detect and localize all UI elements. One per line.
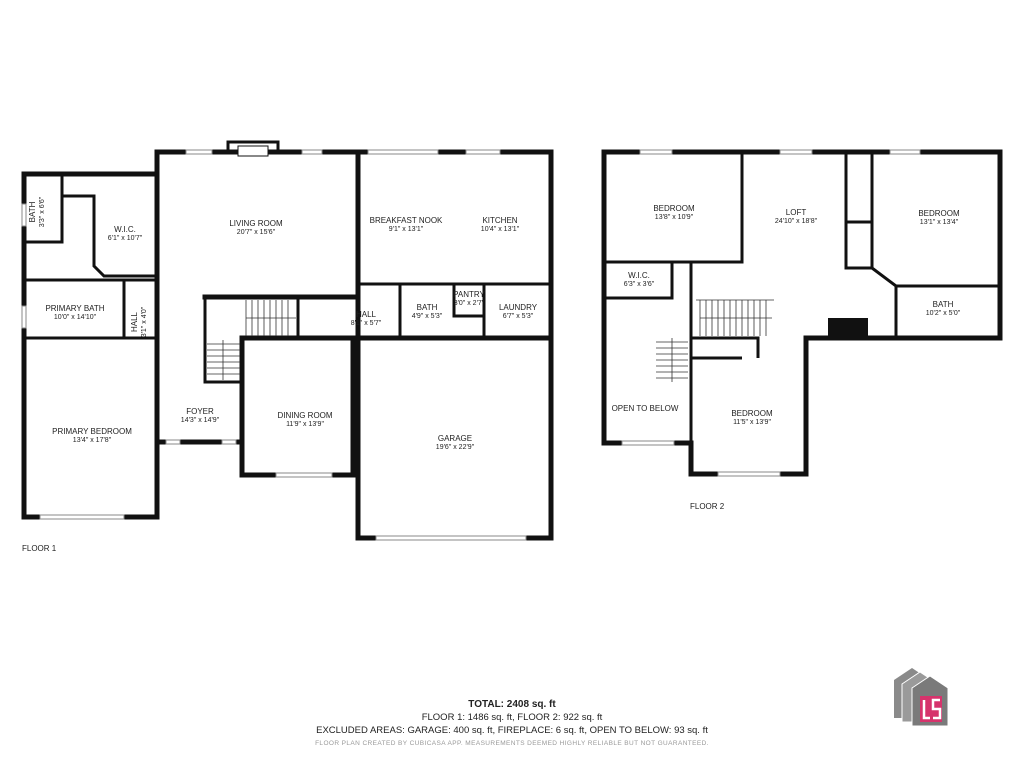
room-dim-primary-bath: 10'0" x 14'10" — [54, 314, 97, 321]
floor-1-label: FLOOR 1 — [22, 544, 57, 553]
room-dim-hall-narrow: 3'1" x 4'0" — [141, 306, 148, 337]
room-name-laundry: LAUNDRY — [499, 303, 538, 312]
brokerage-logo-icon — [894, 668, 949, 727]
disclaimer: FLOOR PLAN CREATED BY CUBICASA APP. MEAS… — [315, 740, 709, 747]
room-name-loft: LOFT — [786, 208, 807, 217]
room-dim-bath-small: 3'3" x 6'6" — [39, 196, 46, 227]
room-name-foyer: FOYER — [186, 407, 214, 416]
room-name-primary-bedroom: PRIMARY BEDROOM — [52, 427, 132, 436]
room-dim-foyer: 14'3" x 14'9" — [181, 417, 220, 424]
floor-1-plan: BATH 3'3" x 6'6" W.I.C. 6'1" x 10'7" PRI… — [21, 140, 554, 553]
excluded-areas: EXCLUDED AREAS: GARAGE: 400 sq. ft, FIRE… — [316, 725, 708, 736]
room-name-garage: GARAGE — [438, 434, 472, 443]
room-name-hall: HALL — [356, 310, 377, 319]
room-name-pantry: PANTRY — [453, 290, 485, 299]
room-dim-bath-2: 10'2" x 5'0" — [926, 310, 961, 317]
room-name-bath-2: BATH — [933, 300, 954, 309]
room-name-bedroom-s: BEDROOM — [731, 409, 773, 418]
room-name-wic: W.I.C. — [114, 225, 136, 234]
room-dim-bath: 4'9" x 5'3" — [412, 313, 443, 320]
room-name-bedroom-nw: BEDROOM — [653, 204, 695, 213]
room-dim-loft: 24'10" x 18'8" — [775, 218, 818, 225]
room-dim-living-room: 20'7" x 15'6" — [237, 229, 276, 236]
room-name-primary-bath: PRIMARY BATH — [45, 304, 104, 313]
room-dim-bedroom-s: 11'5" x 13'9" — [733, 419, 771, 426]
room-dim-wic: 6'1" x 10'7" — [108, 235, 143, 242]
room-name-wic-2: W.I.C. — [628, 271, 650, 280]
room-dim-garage: 19'6" x 22'9" — [436, 444, 475, 451]
room-dim-pantry: 3'0" x 2'7" — [454, 300, 485, 307]
area-summary: TOTAL: 2408 sq. ft FLOOR 1: 1486 sq. ft,… — [0, 698, 1024, 747]
floor-2-label: FLOOR 2 — [690, 502, 725, 511]
room-dim-hall: 8'1" x 5'7" — [351, 320, 382, 327]
room-dim-laundry: 6'7" x 5'3" — [503, 313, 534, 320]
room-name-breakfast-nook: BREAKFAST NOOK — [370, 216, 443, 225]
room-dim-primary-bedroom: 13'4" x 17'8" — [73, 437, 112, 444]
room-name-open-to-below: OPEN TO BELOW — [612, 404, 679, 413]
room-name-living-room: LIVING ROOM — [229, 219, 283, 228]
room-name-bath-small: BATH — [28, 201, 37, 222]
room-dim-wic-2: 6'3" x 3'6" — [624, 281, 655, 288]
room-dim-bedroom-ne: 13'1" x 13'4" — [920, 219, 959, 226]
floor-2-plan: BEDROOM 13'8" x 10'9" LOFT 24'10" x 18'8… — [601, 149, 1003, 511]
room-dim-kitchen: 10'4" x 13'1" — [481, 226, 520, 233]
room-dim-bedroom-nw: 13'8" x 10'9" — [655, 214, 694, 221]
room-name-dining-room: DINING ROOM — [277, 411, 332, 420]
floor-areas: FLOOR 1: 1486 sq. ft, FLOOR 2: 922 sq. f… — [421, 712, 603, 723]
room-name-bedroom-ne: BEDROOM — [918, 209, 960, 218]
room-dim-breakfast-nook: 9'1" x 13'1" — [389, 226, 424, 233]
total-area: TOTAL: 2408 sq. ft — [468, 699, 556, 710]
room-dim-dining-room: 11'9" x 13'9" — [286, 421, 324, 428]
room-name-bath: BATH — [417, 303, 438, 312]
room-name-hall-narrow: HALL — [130, 311, 139, 332]
room-name-kitchen: KITCHEN — [482, 216, 517, 225]
